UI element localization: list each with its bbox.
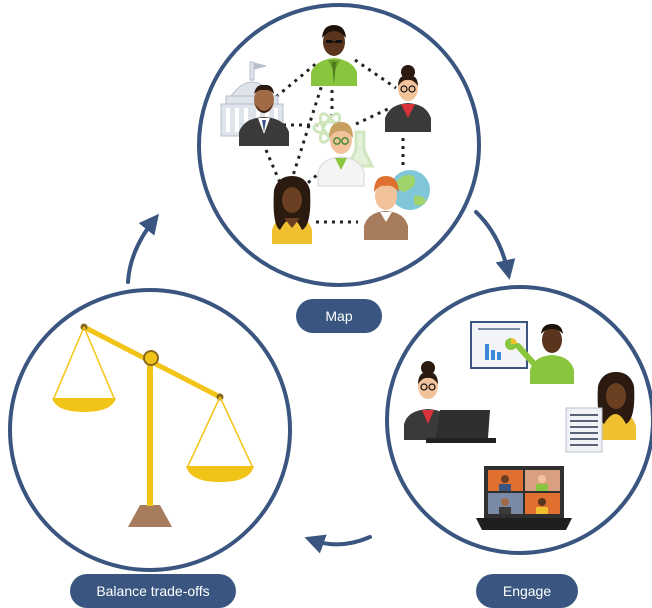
balance-circle [8,288,292,572]
balance-scale-icon [52,323,254,527]
arrow-balance-to-map [126,213,159,284]
person-man-green-shirt [311,25,357,86]
stage-label-balance: Balance trade-offs [70,574,236,608]
cycle-arrows [126,210,516,554]
engage-circle [385,285,652,555]
arrow-engage-to-balance [304,534,372,554]
person-woman-red-top [385,65,431,132]
map-circle [197,3,481,287]
document-icon [565,407,603,453]
video-call-laptop-icon [476,466,572,530]
globe-icon [390,170,430,210]
person-man-brown-shirt [364,176,408,240]
arrow-map-to-engage [474,210,516,280]
person-woman-scientist [317,122,365,187]
person-woman-laptop [404,361,496,443]
person-woman-yellow-top [272,176,312,244]
person-presenter [515,324,574,384]
stage-label-map: Map [296,299,382,333]
person-man-suit [239,84,289,146]
person-woman-document [596,372,636,440]
stage-label-engage: Engage [476,574,578,608]
